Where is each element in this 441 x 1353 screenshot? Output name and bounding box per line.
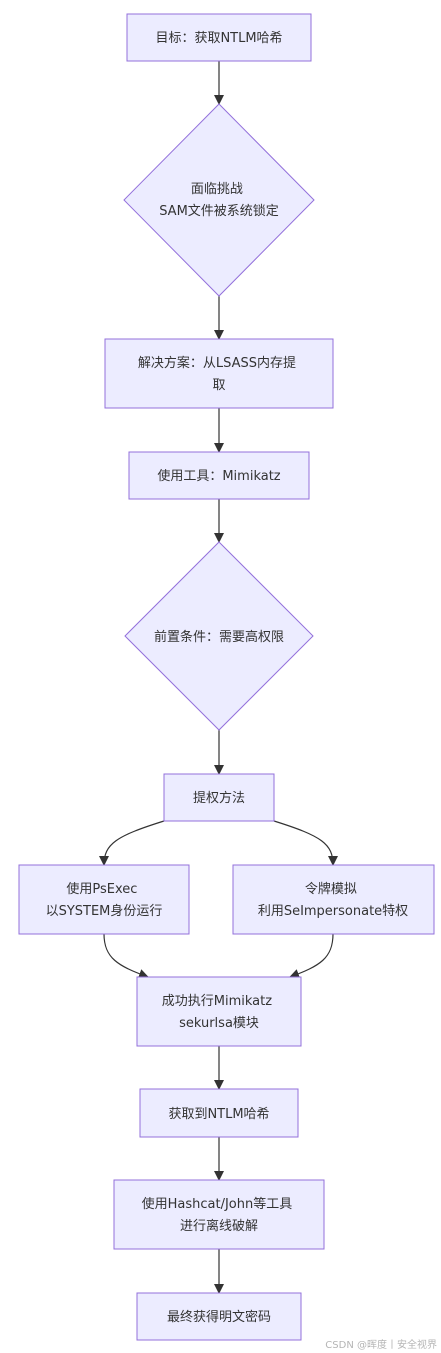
node-crack: 使用Hashcat/John等工具 进行离线破解 <box>113 1179 325 1250</box>
node-psexec: 使用PsExec 以SYSTEM身份运行 <box>18 864 190 935</box>
edge-token-to-run-mimikatz <box>289 933 334 979</box>
node-precondition: 前置条件：需要高权限 <box>124 541 314 731</box>
edge-privesc-to-psexec <box>99 820 165 866</box>
node-tool: 使用工具：Mimikatz <box>128 451 310 500</box>
node-solution: 解决方案：从LSASS内存提 取 <box>104 338 334 409</box>
node-solution-label: 解决方案：从LSASS内存提 取 <box>138 355 300 393</box>
edge-psexec-to-run-mimikatz <box>103 933 149 979</box>
node-privesc: 提权方法 <box>163 773 275 822</box>
edge-privesc-to-token <box>273 820 338 866</box>
node-plaintext-label: 最终获得明文密码 <box>167 1309 271 1325</box>
node-got-hash: 获取到NTLM哈希 <box>139 1088 299 1138</box>
watermark: CSDN @晖度丨安全视界 <box>325 1340 437 1351</box>
node-privesc-label: 提权方法 <box>193 790 245 806</box>
node-token: 令牌模拟 利用SeImpersonate特权 <box>232 864 435 935</box>
node-goal: 目标：获取NTLM哈希 <box>126 13 312 62</box>
node-psexec-label: 使用PsExec 以SYSTEM身份运行 <box>46 881 163 919</box>
node-run-mimikatz-label: 成功执行Mimikatz sekurlsa模块 <box>162 994 276 1031</box>
node-challenge: 面临挑战 SAM文件被系统锁定 <box>123 103 315 297</box>
node-challenge-label: 面临挑战 SAM文件被系统锁定 <box>159 182 279 219</box>
node-precondition-label: 前置条件：需要高权限 <box>154 629 284 645</box>
node-plaintext: 最终获得明文密码 <box>136 1292 302 1341</box>
node-goal-label: 目标：获取NTLM哈希 <box>155 31 282 46</box>
node-got-hash-label: 获取到NTLM哈希 <box>168 1107 269 1122</box>
node-tool-label: 使用工具：Mimikatz <box>157 468 280 484</box>
node-crack-label: 使用Hashcat/John等工具 进行离线破解 <box>142 1196 297 1234</box>
node-run-mimikatz: 成功执行Mimikatz sekurlsa模块 <box>136 976 302 1047</box>
edges <box>99 61 338 1294</box>
node-token-label: 令牌模拟 利用SeImpersonate特权 <box>258 881 408 919</box>
